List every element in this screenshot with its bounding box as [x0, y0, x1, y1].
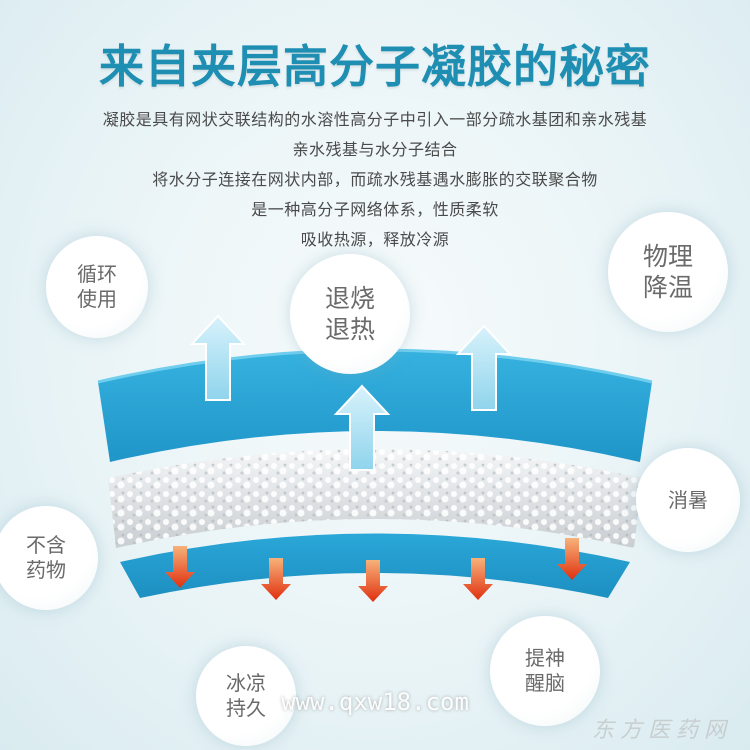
bubble-fever-line-1: 退烧	[324, 283, 375, 313]
description-line-5: 吸收热源，释放冷源	[300, 230, 450, 249]
description-line-3: 将水分子连接在网状内部，而疏水残基遇水膨胀的交联聚合物	[152, 170, 598, 189]
arrow-up-icon	[333, 384, 391, 471]
bubble-nodrug-line-1: 不含	[26, 533, 66, 557]
arrow-down-icon	[358, 560, 388, 602]
bubble-drug-free: 不含 药物	[0, 506, 98, 610]
arrow-down-icon	[557, 538, 587, 580]
bubble-nodrug-line-2: 药物	[26, 558, 66, 582]
bubble-refresh-line-1: 提神	[525, 646, 565, 670]
bubble-reusable-line-2: 使用	[77, 287, 117, 311]
bubble-cool-line-1: 冰凉	[226, 671, 266, 695]
bubble-reusable: 循环 使用	[46, 236, 148, 338]
bubble-physical-line-2: 降温	[642, 273, 693, 302]
brand-watermark: 东方医药网	[591, 718, 732, 743]
bubble-refresh-line-2: 醒脑	[525, 671, 565, 695]
bubble-physical-cooling: 物理 降温	[608, 212, 728, 332]
bubble-fever-line-2: 退热	[324, 315, 375, 344]
bubble-heatstroke-line-1: 消暑	[668, 487, 708, 512]
description-line-4: 是一种高分子网络体系，性质柔软	[251, 200, 499, 219]
description-line-2: 亲水残基与水分子结合	[292, 140, 458, 159]
arrow-down-icon	[165, 546, 195, 588]
bubble-refreshing: 提神 醒脑	[490, 616, 600, 726]
bubble-reusable-line-1: 循环	[77, 262, 117, 286]
website-watermark: www.qxw18.com	[281, 688, 469, 716]
bubble-fever-reduction: 退烧 退热	[290, 254, 410, 374]
bubble-long-cooling: 冰凉 持久	[196, 646, 296, 746]
bubble-heatstroke: 消暑	[636, 448, 740, 552]
arrow-up-icon	[189, 314, 247, 401]
arrow-up-icon	[455, 324, 513, 411]
arrow-down-icon	[463, 558, 493, 600]
bubble-cool-line-2: 持久	[226, 696, 266, 720]
bubble-physical-line-1: 物理	[642, 241, 693, 271]
page-title: 来自夹层高分子凝胶的秘密	[98, 40, 651, 93]
description-line-1: 凝胶是具有网状交联结构的水溶性高分子中引入一部分疏水基团和亲水残基	[102, 110, 648, 129]
arrow-down-icon	[261, 558, 291, 600]
